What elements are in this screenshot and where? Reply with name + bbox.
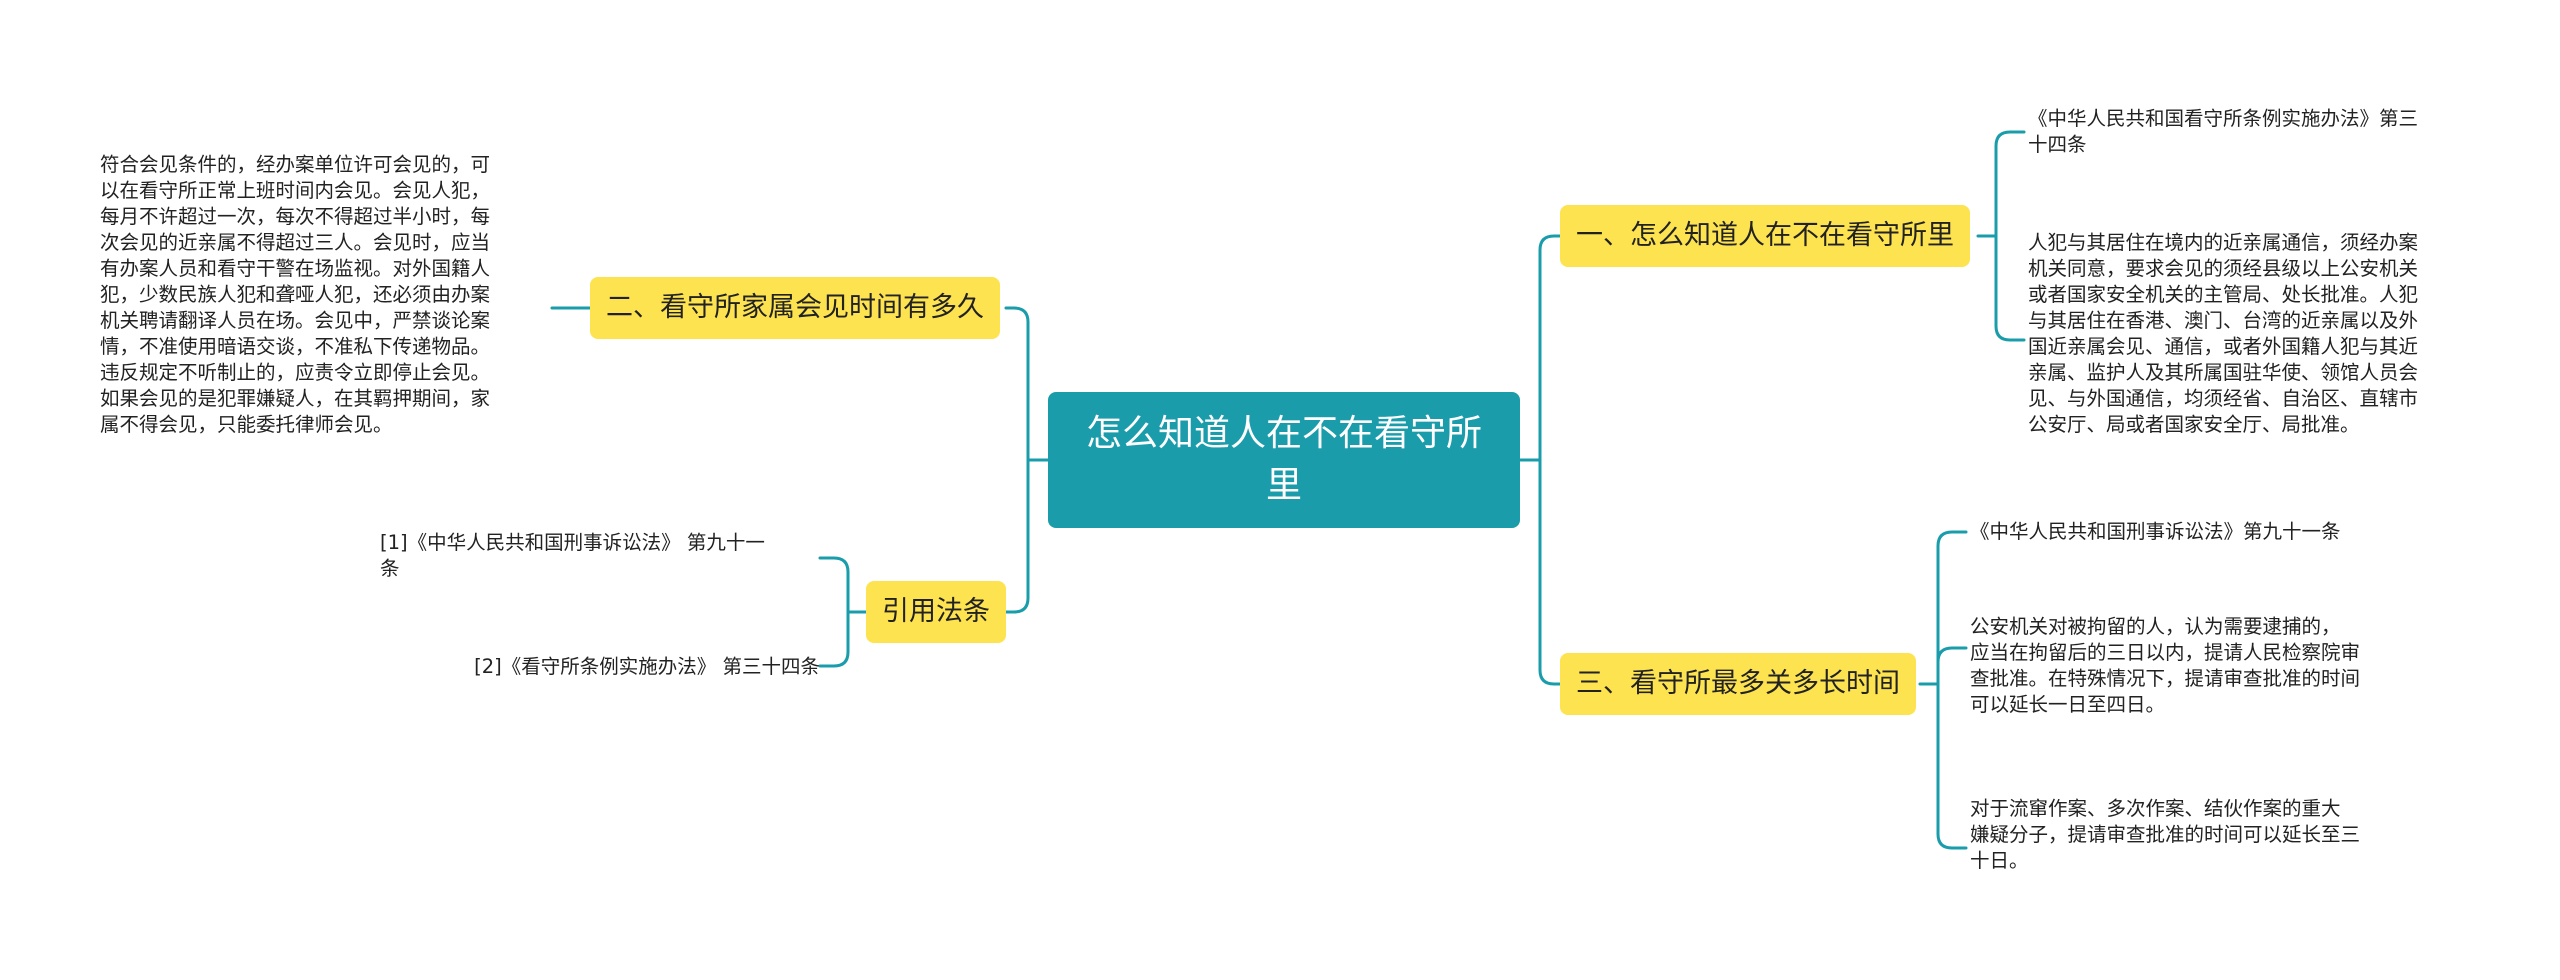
leaf-extension-thirty-days[interactable]: 对于流窜作案、多次作案、结伙作案的重大 嫌疑分子，提请审查批准的时间可以延长至三… [1970, 796, 2450, 874]
leaf-line: [2]《看守所条例实施办法》 第三十四条 [474, 655, 820, 678]
branch-max-detention-label: 三、看守所最多关多长时间 [1576, 668, 1900, 699]
leaf-line: 查批准。在特殊情况下，提请审查批准的时间 [1970, 667, 2361, 690]
leaf-line: 应当在拘留后的三日以内，提请人民检察院审 [1970, 641, 2361, 664]
leaf-line: 嫌疑分子，提请审查批准的时间可以延长至三 [1970, 823, 2361, 846]
leaf-line: 见、与外国通信，均须经省、自治区、直辖市 [2028, 387, 2419, 410]
leaf-arrest-approval-period[interactable]: 公安机关对被拘留的人，认为需要逮捕的， 应当在拘留后的三日以内，提请人民检察院审… [1970, 614, 2450, 718]
leaf-citation-detention-regulation[interactable]: [2]《看守所条例实施办法》 第三十四条 [380, 654, 820, 680]
leaf-regulation-article-34[interactable]: 《中华人民共和国看守所条例实施办法》第三 十四条 [2028, 106, 2508, 158]
branch-max-detention[interactable]: 三、看守所最多关多长时间 [1560, 653, 1916, 715]
leaf-line: 与其居住在香港、澳门、台湾的近亲属以及外 [2028, 309, 2419, 332]
branch-how-to-know-label: 一、怎么知道人在不在看守所里 [1576, 220, 1954, 251]
leaf-communication-rules[interactable]: 人犯与其居住在境内的近亲属通信，须经办案 机关同意，要求会见的须经县级以上公安机… [2028, 230, 2508, 438]
branch-cited-laws[interactable]: 引用法条 [866, 581, 1006, 643]
leaf-line: 如果会见的是犯罪嫌疑人，在其羁押期间，家 [100, 387, 491, 410]
leaf-line: [1]《中华人民共和国刑事诉讼法》 第九十一 [380, 531, 765, 554]
leaf-criminal-procedure-article-91[interactable]: 《中华人民共和国刑事诉讼法》第九十一条 [1970, 519, 2450, 545]
leaf-line: 属不得会见，只能委托律师会见。 [100, 413, 393, 436]
leaf-line: 对于流窜作案、多次作案、结伙作案的重大 [1970, 797, 2341, 820]
leaf-line: 公安机关对被拘留的人，认为需要逮捕的， [1970, 615, 2341, 638]
leaf-line: 犯，少数民族人犯和聋哑人犯，还必须由办案 [100, 283, 491, 306]
branch-family-visit-time-label: 二、看守所家属会见时间有多久 [606, 292, 984, 323]
leaf-line: 以在看守所正常上班时间内会见。会见人犯， [100, 179, 491, 202]
leaf-line: 次会见的近亲属不得超过三人。会见时，应当 [100, 231, 491, 254]
leaf-line: 情，不准使用暗语交谈，不准私下传递物品。 [100, 335, 491, 358]
branch-cited-laws-label: 引用法条 [882, 596, 990, 627]
branch-family-visit-time[interactable]: 二、看守所家属会见时间有多久 [590, 277, 1000, 339]
leaf-line: 每月不许超过一次，每次不得超过半小时，每 [100, 205, 491, 228]
root-topic[interactable]: 怎么知道人在不在看守所里 [1048, 392, 1520, 528]
leaf-line: 机关聘请翻译人员在场。会见中，严禁谈论案 [100, 309, 491, 332]
leaf-line: 有办案人员和看守干警在场监视。对外国籍人 [100, 257, 491, 280]
leaf-line: 亲属、监护人及其所属国驻华使、领馆人员会 [2028, 361, 2419, 384]
leaf-line: 《中华人民共和国看守所条例实施办法》第三 [2028, 107, 2419, 130]
leaf-line: 可以延长一日至四日。 [1970, 693, 2166, 716]
leaf-line: 国近亲属会见、通信，或者外国籍人犯与其近 [2028, 335, 2419, 358]
leaf-citation-criminal-procedure[interactable]: [1]《中华人民共和国刑事诉讼法》 第九十一 条 [380, 530, 820, 582]
leaf-line: 条 [380, 557, 400, 580]
leaf-line: 十日。 [1970, 849, 2029, 872]
leaf-line: 十四条 [2028, 133, 2087, 156]
leaf-line: 公安厅、局或者国家安全厅、局批准。 [2028, 413, 2360, 436]
leaf-line: 《中华人民共和国刑事诉讼法》第九十一条 [1970, 520, 2341, 543]
leaf-line: 人犯与其居住在境内的近亲属通信，须经办案 [2028, 231, 2419, 254]
leaf-line: 机关同意，要求会见的须经县级以上公安机关 [2028, 257, 2419, 280]
leaf-visit-rules[interactable]: 符合会见条件的，经办案单位许可会见的，可 以在看守所正常上班时间内会见。会见人犯… [100, 152, 550, 438]
leaf-line: 符合会见条件的，经办案单位许可会见的，可 [100, 153, 491, 176]
leaf-line: 或者国家安全机关的主管局、处长批准。人犯 [2028, 283, 2419, 306]
branch-how-to-know[interactable]: 一、怎么知道人在不在看守所里 [1560, 205, 1970, 267]
leaf-line: 违反规定不听制止的，应责令立即停止会见。 [100, 361, 491, 384]
root-topic-label: 怎么知道人在不在看守所里 [1085, 413, 1482, 506]
